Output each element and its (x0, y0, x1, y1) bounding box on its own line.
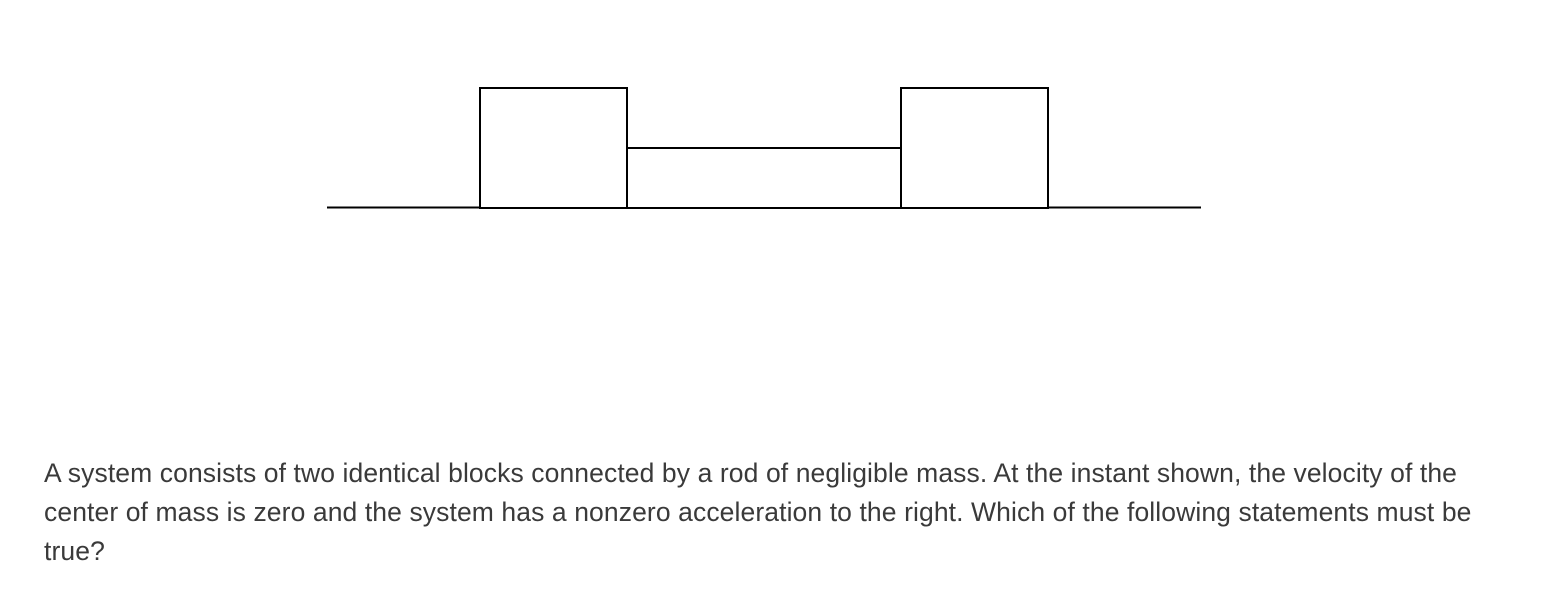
right-block (900, 87, 1049, 209)
left-block (479, 87, 628, 209)
two-block-rod-diagram (327, 87, 1201, 209)
question-text: A system consists of two identical block… (44, 458, 1472, 566)
connecting-rod (626, 147, 902, 209)
